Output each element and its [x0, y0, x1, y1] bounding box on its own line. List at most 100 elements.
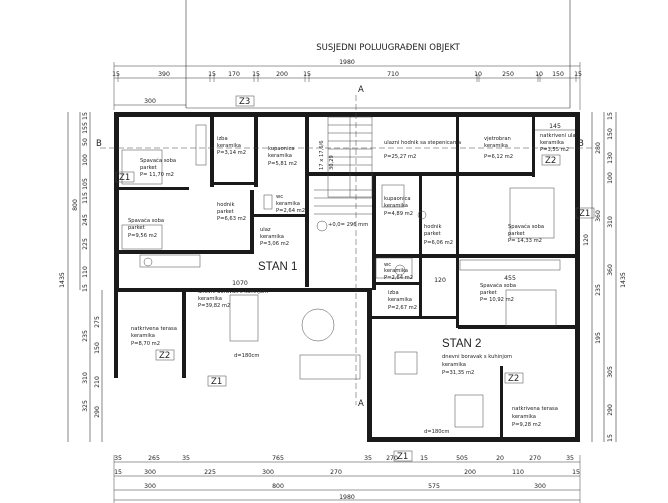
dim-left-1: 155	[82, 122, 89, 134]
room-17-name: natkrivena terasa	[131, 326, 177, 332]
room-14-finish: parket	[480, 290, 497, 296]
dim-top-10: 10	[535, 71, 543, 78]
room-18-area: P=31,35 m2	[442, 370, 474, 376]
tag-z3: Z3	[239, 97, 250, 107]
dim-left-2: 50	[82, 138, 89, 146]
room-17-area: P=8,70 m2	[131, 341, 160, 347]
room-0-finish: parket	[140, 165, 157, 171]
dim-right-1: 150	[607, 128, 614, 140]
dim-top-4: 15	[252, 71, 260, 78]
dim-misc-120: 120	[434, 277, 446, 284]
dim-right-7: 195	[595, 332, 602, 344]
dim-left-5: 115	[82, 192, 89, 204]
tag-z1-d: Z1	[579, 209, 590, 219]
room-2-name: kupaonica	[268, 146, 295, 152]
dim-bot3-3: 300	[534, 483, 546, 490]
room-11-area: P=6,06 m2	[424, 240, 453, 246]
dim-right-in-0: 120	[583, 234, 590, 246]
door-width-1: d=180cm	[234, 353, 259, 359]
dim-bot1-7: 505	[456, 455, 468, 462]
room-6-area: P=9,56 m2	[128, 233, 157, 239]
dim-top-8: 10	[474, 71, 482, 78]
dim-top-1: 390	[158, 71, 170, 78]
dim-bot1-4: 35	[364, 455, 372, 462]
dim-bot-total: 1980	[339, 494, 355, 501]
dim-right-5: 360	[607, 264, 614, 276]
room-9-area: P=3,55 m2	[540, 147, 569, 153]
dim-top-7: 710	[387, 71, 399, 78]
room-5-name: ulaz	[260, 227, 271, 233]
dim-top-12: 15	[574, 71, 582, 78]
dim-left-in-2: 150	[94, 342, 101, 354]
dim-bot2-5: 200	[464, 469, 476, 476]
dim-misc-1070: 1070	[232, 280, 248, 287]
room-9-finish: keramika	[540, 140, 564, 146]
dim-bot2-1: 300	[144, 469, 156, 476]
room-16-area: P=39,82 m2	[198, 303, 230, 309]
tag-z1-b: Z1	[211, 377, 222, 387]
dim-bot2-3: 300	[262, 469, 274, 476]
dim-bot1-8: 20	[496, 455, 504, 462]
dim-bot1-6: 15	[420, 455, 428, 462]
dim-bot1-0: 35	[114, 455, 122, 462]
room-19-finish: keramika	[512, 414, 536, 420]
tag-z1-a: Z1	[119, 173, 130, 183]
room-7-area: P=25,27 m2	[384, 154, 416, 160]
section-b-left: B	[96, 139, 102, 149]
dim-right-4: 310	[607, 216, 614, 228]
room-14-name: Spavaća soba	[480, 282, 516, 289]
dim-top-9: 250	[502, 71, 514, 78]
dim-right-0: 15	[607, 112, 614, 120]
neighbour-title: SUSJEDNI POLUUGRAĐENI OBJEKT	[316, 43, 460, 53]
dim-right-in-3: 360	[595, 210, 602, 222]
dim-right-9: 290	[607, 404, 614, 416]
room-10-finish: keramika	[384, 203, 408, 209]
room-4-name: hodnik	[217, 202, 235, 208]
stairs	[314, 116, 373, 215]
room-19-name: natkrivena terasa	[512, 406, 558, 412]
tag-z2-c: Z2	[508, 374, 519, 384]
room-9-name: natkriveni ulaz	[540, 133, 579, 139]
dim-bot1-9: 270	[529, 455, 541, 462]
room-19-area: P=9,28 m2	[512, 422, 541, 428]
walls	[114, 112, 580, 442]
room-6-name: Spavaća soba	[128, 217, 164, 224]
dim-right-10: 15	[607, 434, 614, 442]
dim-bot1-10: 35	[566, 455, 574, 462]
room-13-finish: keramika	[384, 268, 408, 274]
dim-bot3-0: 300	[144, 483, 156, 490]
room-2-area: P=5,81 m2	[268, 161, 297, 167]
tag-z2-b: Z2	[545, 156, 556, 166]
dim-top-11: 150	[552, 71, 564, 78]
apartment-label-stan2: STAN 2	[442, 338, 481, 350]
level-mark: +0,0= 296 mm	[328, 222, 368, 228]
dim-bot1-1: 265	[148, 455, 160, 462]
dim-left-in-0: 275	[94, 316, 101, 328]
dim-bot3-1: 800	[272, 483, 284, 490]
dim-left-in-4: 325	[82, 400, 89, 412]
room-10-name: kupaonica	[384, 196, 411, 202]
room-15-finish: keramika	[388, 297, 412, 303]
dim-top-6: 15	[303, 71, 311, 78]
tag-z2-a: Z2	[159, 351, 170, 361]
section-lines	[100, 95, 596, 405]
section-b-right: B	[578, 139, 584, 149]
dim-left-total: 1435	[59, 272, 66, 288]
dim-right-in-2: 280	[595, 142, 602, 154]
dim-top-5: 200	[276, 71, 288, 78]
room-15-area: P=2,67 m2	[388, 305, 417, 311]
room-10-area: P=4,89 m2	[384, 211, 413, 217]
room-5-area: P=3,06 m2	[260, 241, 289, 247]
dim-right-8: 305	[607, 366, 614, 378]
dim-bot3-2: 575	[428, 483, 440, 490]
bottom-dimensions: 35 265 35 765 35 270 15 505 20 270 35 15…	[113, 455, 581, 503]
top-dimensions: 1980 15 390 15 170 15 200 15 710 10 250 …	[112, 59, 582, 131]
dim-top-inner-1: 145	[549, 123, 561, 130]
dim-left-sub: 800	[72, 199, 79, 211]
room-17-finish: keramika	[131, 333, 155, 339]
room-1-area: P=3,14 m2	[217, 150, 246, 156]
dim-left-7: 225	[82, 238, 89, 250]
dim-top-3: 170	[228, 71, 240, 78]
room-2-finish: keramika	[268, 153, 292, 159]
